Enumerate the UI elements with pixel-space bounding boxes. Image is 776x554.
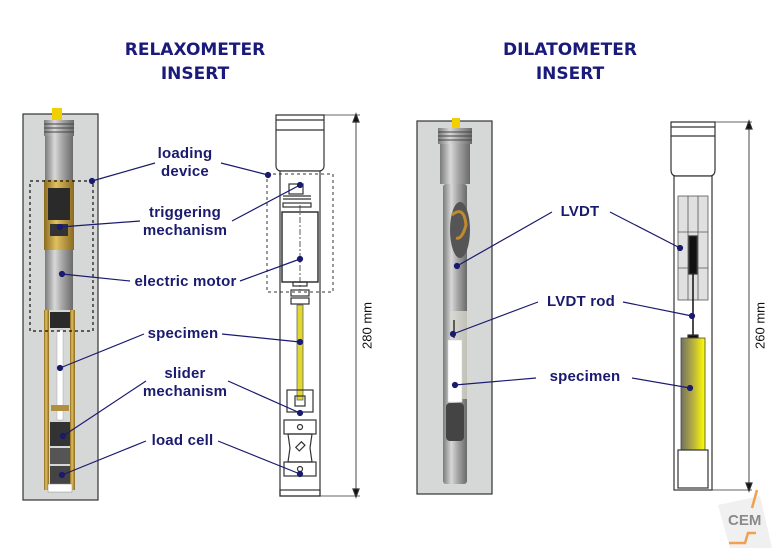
relaxometer-title: RELAXOMETER INSERT	[95, 38, 295, 86]
relaxometer-schematic	[266, 112, 360, 499]
label-lvdt: LVDT	[560, 203, 600, 220]
dilatometer-photo	[416, 118, 493, 495]
label-triggering-line1: triggering	[149, 204, 221, 221]
label-loading-line1: loading	[157, 145, 213, 162]
label-load-cell: load cell	[151, 432, 214, 449]
label-specimen: specimen	[147, 325, 219, 342]
cem-logo: CEM	[728, 512, 762, 529]
label-triggering-mechanism: triggering mechanism	[135, 204, 235, 240]
label-loading-device: loading device	[145, 145, 225, 181]
dilatometer-schematic	[670, 119, 753, 493]
label-slider-line1: slider	[164, 365, 206, 382]
relaxometer-title-line1: RELAXOMETER	[124, 40, 266, 60]
label-slider-mechanism: slider mechanism	[138, 365, 232, 401]
relaxometer-leaders	[56, 162, 304, 479]
cem-logo-graphic	[718, 489, 772, 548]
dilatometer-title: DILATOMETER INSERT	[470, 38, 670, 86]
label-slider-line2: mechanism	[142, 383, 228, 400]
relaxometer-title-line2: INSERT	[160, 64, 230, 84]
label-mechanism-line2: mechanism	[142, 222, 228, 239]
label-electric-motor: electric motor	[134, 273, 237, 290]
dilatometer-title-line2: INSERT	[535, 64, 605, 84]
dilatometer-title-line1: DILATOMETER	[503, 40, 637, 60]
label-specimen-dilatometer: specimen	[549, 368, 621, 385]
relaxometer-photo	[22, 108, 99, 501]
label-device-line2: device	[161, 163, 209, 180]
dilatometer-dimension: 260 mm	[752, 302, 768, 349]
label-lvdt-rod: LVDT rod	[547, 293, 615, 310]
relaxometer-dimension: 280 mm	[359, 302, 375, 349]
dilatometer-leaders	[449, 211, 696, 392]
